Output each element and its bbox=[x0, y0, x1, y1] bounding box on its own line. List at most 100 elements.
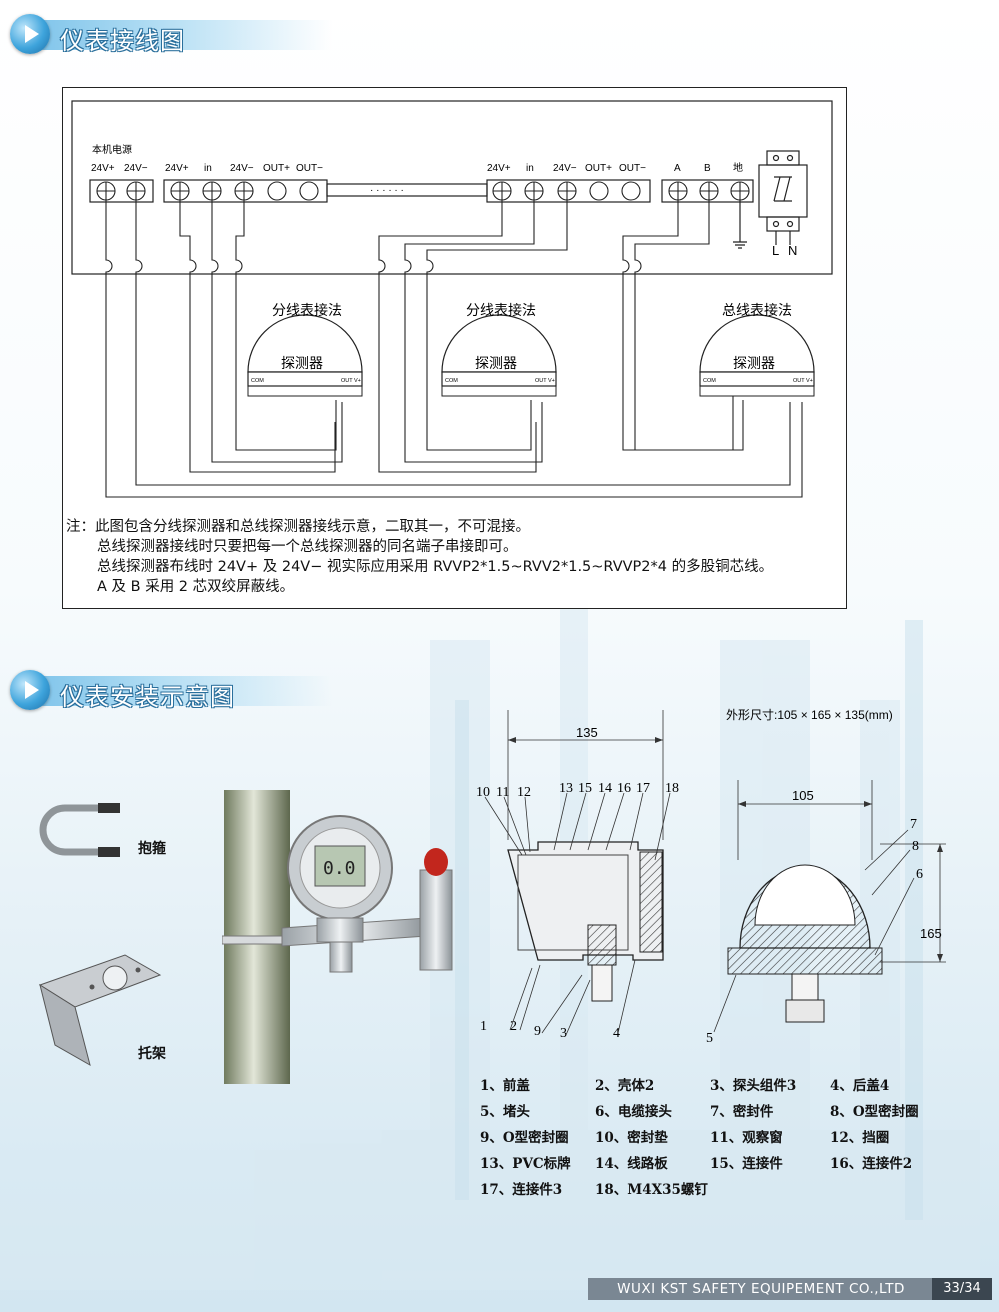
terminal-screw-icon bbox=[557, 181, 577, 201]
local-power-label: 本机电源 bbox=[92, 143, 132, 156]
terminal-screw-icon bbox=[668, 181, 688, 201]
detector-terminal: OUT bbox=[535, 378, 547, 384]
diagram-label: 分线表接法 bbox=[466, 302, 536, 318]
wiring-section-header: 仪表接线图 bbox=[10, 12, 340, 58]
note-line: A 及 B 采用 2 芯双绞屏蔽线。 bbox=[97, 579, 295, 595]
terminal-label: B bbox=[704, 163, 711, 174]
terminal-screw-icon bbox=[730, 181, 750, 201]
front-section-drawing: 外形尺寸:105 × 165 × 135(mm) 105 165 7 8 6 5 bbox=[706, 708, 946, 1046]
terminal-screw-icon bbox=[699, 181, 719, 201]
ellipsis: · · · · · · bbox=[370, 185, 404, 196]
callout-number: 12 bbox=[517, 785, 531, 800]
section-title: 仪表安装示意图 bbox=[60, 683, 235, 711]
legend-item: 9、O型密封圈 bbox=[480, 1130, 569, 1146]
callout-number: 6 bbox=[916, 867, 923, 882]
dimension-label: 105 bbox=[792, 788, 814, 803]
legend-item: 13、PVC标牌 bbox=[480, 1156, 571, 1172]
terminal-label: 24V+ bbox=[165, 163, 189, 174]
legend-item: 3、探头组件3 bbox=[710, 1078, 797, 1094]
detector-2 bbox=[441, 314, 557, 397]
legend-item: 5、堵头 bbox=[480, 1104, 530, 1120]
legend-item: 14、线路板 bbox=[595, 1156, 668, 1172]
terminal-label: 24V− bbox=[553, 163, 577, 174]
bracket-icon bbox=[38, 954, 162, 1067]
terminal-label: 24V+ bbox=[487, 163, 511, 174]
legend-item: 12、挡圈 bbox=[830, 1130, 890, 1146]
terminal-label: in bbox=[204, 163, 212, 174]
note-line: 总线探测器接线时只要把每一个总线探测器的同名端子串接即可。 bbox=[97, 539, 518, 555]
u-bolt-icon bbox=[39, 803, 120, 857]
bracket-label: 托架 bbox=[138, 1046, 166, 1062]
detector-label: 探测器 bbox=[733, 355, 775, 371]
terminal-screw-icon bbox=[126, 181, 146, 201]
terminal-screw-icon bbox=[96, 181, 116, 201]
terminal-label: OUT− bbox=[296, 163, 323, 174]
terminal-screw-icon bbox=[234, 181, 254, 201]
company-name: WUXI KST SAFETY EQUIPEMENT CO.,LTD bbox=[588, 1278, 934, 1300]
terminal-block-power bbox=[89, 179, 154, 203]
play-arrow-icon bbox=[10, 14, 50, 54]
note-line: 注：此图包含分线探测器和总线探测器接线示意，二取其一，不可混接。 bbox=[66, 519, 530, 535]
terminal-screw-icon bbox=[170, 181, 190, 201]
terminal-label: 24V− bbox=[230, 163, 254, 174]
dimensions-label: 外形尺寸:105 × 165 × 135(mm) bbox=[726, 708, 893, 722]
detector-terminal: COM bbox=[703, 378, 716, 384]
callout-number: 14 bbox=[598, 781, 612, 796]
detector-terminal: V+ bbox=[806, 378, 813, 384]
legend-item: 7、密封件 bbox=[710, 1104, 774, 1120]
detector-terminal: COM bbox=[251, 378, 264, 384]
callout-number: 10 bbox=[476, 785, 490, 800]
power-module bbox=[758, 150, 808, 245]
detector-1 bbox=[247, 314, 363, 397]
dimension-label: 135 bbox=[576, 725, 598, 740]
legend-item: 10、密封垫 bbox=[595, 1130, 668, 1146]
callout-number: 3 bbox=[560, 1026, 567, 1041]
detector-terminal: COM bbox=[445, 378, 458, 384]
detector-terminal: V+ bbox=[354, 378, 361, 384]
terminal-label: 24V− bbox=[124, 163, 148, 174]
callout-number: 8 bbox=[912, 839, 919, 854]
section-title: 仪表接线图 bbox=[60, 27, 185, 55]
callout-number: 5 bbox=[706, 1031, 713, 1046]
terminal-block-bus bbox=[661, 179, 754, 203]
legend-item: 15、连接件 bbox=[710, 1156, 783, 1172]
detector-3 bbox=[699, 314, 815, 397]
legend-item: 11、观察窗 bbox=[710, 1130, 783, 1146]
wiring-notes: 注：此图包含分线探测器和总线探测器接线示意，二取其一，不可混接。 总线探测器接线… bbox=[66, 517, 773, 597]
callout-number: 13 bbox=[559, 781, 573, 796]
note-line: 总线探测器布线时 24V+ 及 24V− 视实际应用采用 RVVP2*1.5~R… bbox=[97, 559, 774, 575]
terminal-screw-icon bbox=[267, 181, 287, 201]
power-l-label: L bbox=[772, 243, 779, 258]
page-number: 33/34 bbox=[932, 1278, 992, 1300]
legend-item: 8、O型密封圈 bbox=[830, 1104, 919, 1120]
callout-number: 15 bbox=[578, 781, 592, 796]
callout-number: 9 bbox=[534, 1024, 541, 1039]
terminal-label: 地 bbox=[733, 161, 743, 174]
install-section-header: 仪表安装示意图 bbox=[10, 668, 340, 714]
legend-item: 6、电缆接头 bbox=[595, 1104, 672, 1120]
diagram-label: 总线表接法 bbox=[722, 302, 792, 318]
terminal-screw-icon bbox=[299, 181, 319, 201]
dimension-label: 165 bbox=[920, 926, 942, 941]
terminal-screw-icon bbox=[202, 181, 222, 201]
terminal-label: 24V+ bbox=[91, 163, 115, 174]
callout-number: 4 bbox=[613, 1026, 620, 1041]
terminal-board bbox=[71, 100, 833, 275]
display-value: 0.0 bbox=[323, 858, 356, 879]
terminal-screw-icon bbox=[621, 181, 641, 201]
terminal-screw-icon bbox=[492, 181, 512, 201]
callout-number: 7 bbox=[910, 817, 917, 832]
legend-item: 1、前盖 bbox=[480, 1078, 530, 1094]
terminal-label: A bbox=[674, 163, 681, 174]
legend-item: 17、连接件3 bbox=[480, 1182, 563, 1198]
side-section-drawing: 135 10 11 12 13 15 14 16 17 18 1 2 9 3 4 bbox=[476, 710, 679, 1041]
terminal-label: in bbox=[526, 163, 534, 174]
u-bolt-label: 抱箍 bbox=[138, 841, 166, 857]
detector-label: 探测器 bbox=[281, 355, 323, 371]
wiring-diagram: 本机电源 24V+ 24V− 24V+ in 24V− OUT+ OUT− 24… bbox=[71, 100, 833, 498]
header-band bbox=[32, 676, 332, 706]
legend-item: 16、连接件2 bbox=[830, 1156, 913, 1172]
terminal-label: OUT− bbox=[619, 163, 646, 174]
detector-terminal: OUT bbox=[341, 378, 353, 384]
